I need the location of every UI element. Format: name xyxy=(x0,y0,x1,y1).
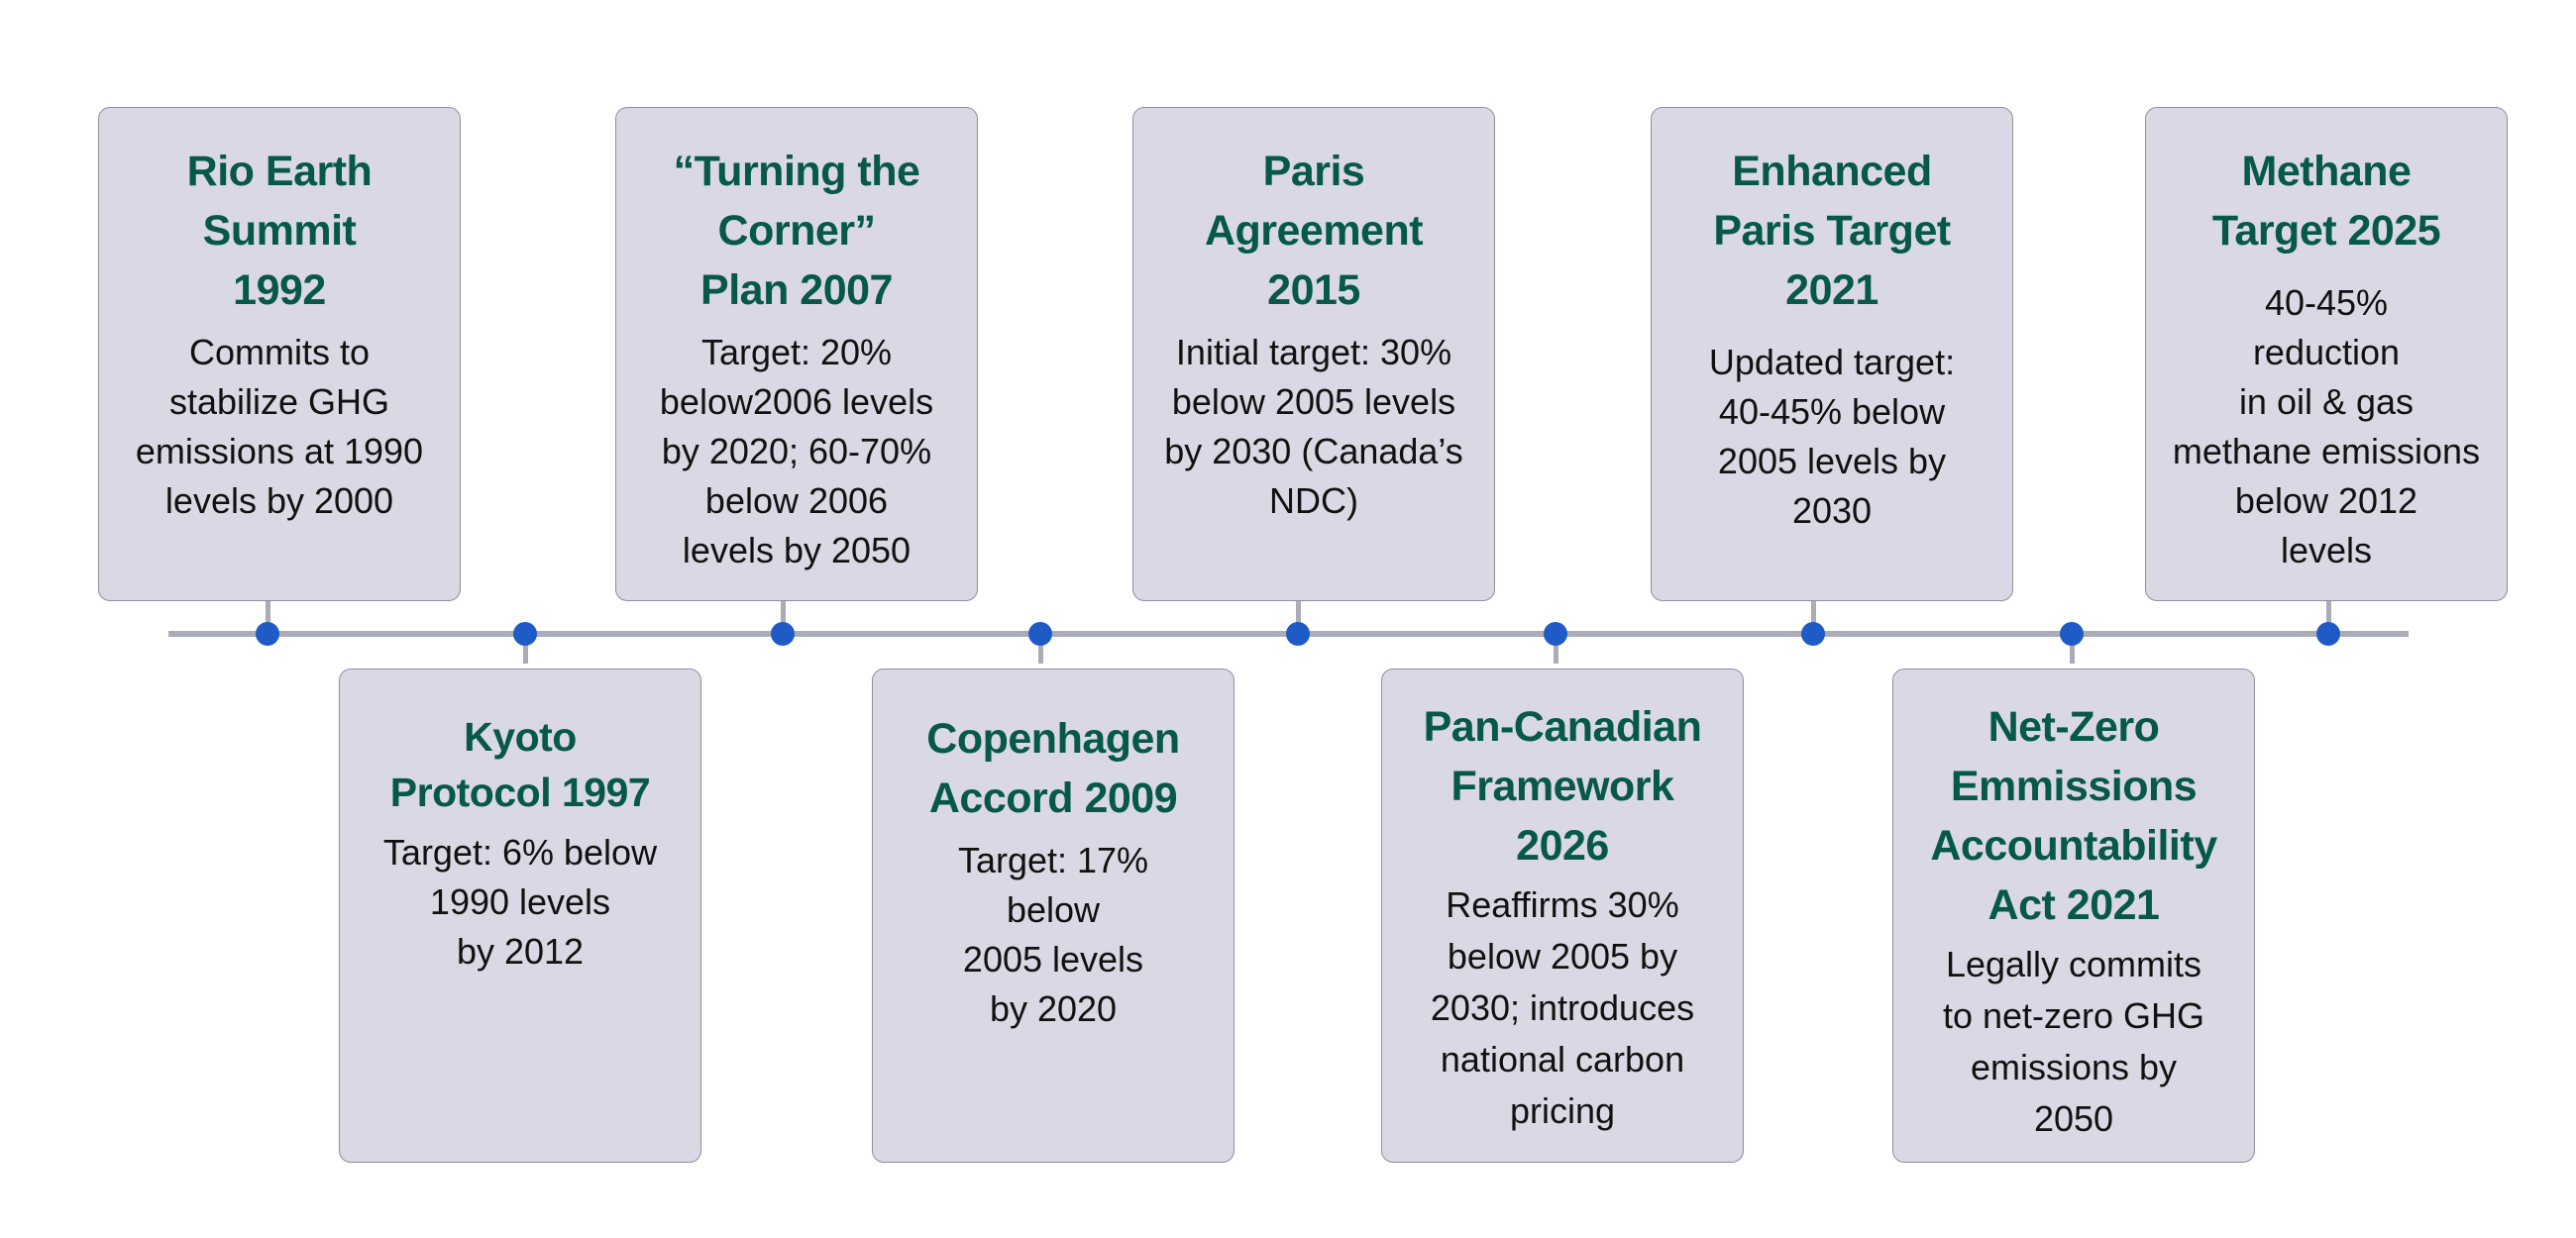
event-card-kyoto-protocol: Kyoto Protocol 1997 Target: 6% below 199… xyxy=(339,669,701,1163)
event-title: Copenhagen Accord 2009 xyxy=(926,715,1180,822)
event-title: “Turning the Corner” Plan 2007 xyxy=(673,148,920,314)
event-description: Target: 17% below 2005 levels by 2020 xyxy=(957,840,1149,1029)
event-title: Net-Zero Emmissions Accountability Act 2… xyxy=(1930,703,2217,929)
event-title: Rio Earth Summit 1992 xyxy=(186,148,373,314)
event-card-rio-earth-summit: Rio Earth Summit 1992 Commits to stabili… xyxy=(98,107,461,601)
event-title: Methane Target 2025 xyxy=(2211,148,2441,255)
event-title: Paris Agreement 2015 xyxy=(1204,148,1424,314)
event-description: 40-45% reduction in oil & gas methane em… xyxy=(2172,282,2481,570)
connector-kyoto xyxy=(522,634,528,664)
event-title: Pan-Canadian Framework 2026 xyxy=(1423,703,1702,870)
timeline-dot-2007 xyxy=(771,622,795,646)
event-description: Legally commits to net-zero GHG emission… xyxy=(1942,944,2205,1139)
event-description: Initial target: 30% below 2005 levels by… xyxy=(1164,332,1463,521)
event-title: Enhanced Paris Target 2021 xyxy=(1713,148,1951,314)
connector-pan-canadian xyxy=(1553,634,1558,664)
connector-net-zero xyxy=(2069,634,2075,664)
event-card-net-zero-accountability-act: Net-Zero Emmissions Accountability Act 2… xyxy=(1892,669,2255,1163)
timeline-dot-2026 xyxy=(1544,622,1567,646)
event-description: Reaffirms 30% below 2005 by 2030; introd… xyxy=(1430,884,1695,1131)
event-card-enhanced-paris-target: Enhanced Paris Target 2021 Updated targe… xyxy=(1651,107,2013,601)
event-card-pan-canadian-framework: Pan-Canadian Framework 2026 Reaffirms 30… xyxy=(1381,669,1744,1163)
timeline-dot-2021-paris xyxy=(1801,622,1825,646)
timeline-dot-1992 xyxy=(256,622,279,646)
event-description: Target: 6% below 1990 levels by 2012 xyxy=(382,832,658,972)
connector-turning-the-corner xyxy=(780,601,786,634)
event-card-turning-the-corner: “Turning the Corner” Plan 2007 Target: 2… xyxy=(615,107,978,601)
timeline-dot-2021-net-zero xyxy=(2060,622,2084,646)
event-title: Kyoto Protocol 1997 xyxy=(389,714,651,815)
timeline-dot-1997 xyxy=(513,622,537,646)
event-description: Target: 20% below2006 levels by 2020; 60… xyxy=(659,332,934,570)
connector-paris xyxy=(1295,601,1301,634)
connector-copenhagen xyxy=(1037,634,1043,664)
event-description: Updated target: 40-45% below 2005 levels… xyxy=(1708,342,1956,531)
connector-enhanced-paris xyxy=(1810,601,1816,634)
timeline-dot-2009 xyxy=(1028,622,1052,646)
event-description: Commits to stabilize GHG emissions at 19… xyxy=(135,332,424,521)
event-card-copenhagen-accord: Copenhagen Accord 2009 Target: 17% below… xyxy=(872,669,1234,1163)
connector-methane xyxy=(2325,601,2331,634)
event-card-paris-agreement: Paris Agreement 2015 Initial target: 30%… xyxy=(1132,107,1495,601)
timeline-dot-2025 xyxy=(2316,622,2340,646)
timeline-dot-2015 xyxy=(1286,622,1310,646)
event-card-methane-target: Methane Target 2025 40-45% reduction in … xyxy=(2145,107,2508,601)
connector-rio xyxy=(265,601,270,634)
